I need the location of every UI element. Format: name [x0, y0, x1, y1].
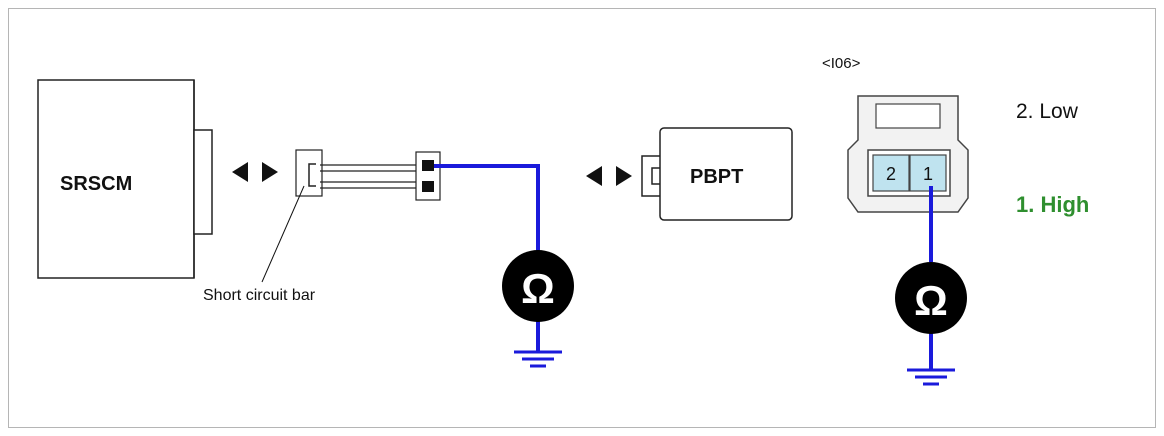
- ground-left-icon: [514, 350, 562, 368]
- short-circuit-bar-label: Short circuit bar: [203, 287, 316, 304]
- srscm-connector: [193, 129, 213, 235]
- pbpt-module: PBPT: [641, 127, 793, 221]
- ohmmeter-left: Ω: [502, 250, 574, 322]
- pin-1: [909, 154, 947, 192]
- short-circuit-bar-connector: [295, 149, 441, 201]
- pin-2-label: 2: [886, 164, 896, 184]
- pin-1-label: 1: [923, 164, 933, 184]
- pin-2: [872, 154, 910, 192]
- legend-low: 2. Low: [1016, 100, 1079, 123]
- double-arrow-left: [232, 162, 278, 182]
- pbpt-label: PBPT: [690, 166, 743, 188]
- connector-latch: [875, 103, 941, 129]
- ohmmeter-right: Ω: [895, 262, 967, 334]
- ohm-symbol-icon: Ω: [521, 265, 555, 312]
- legend-high: 1. High: [1016, 192, 1089, 217]
- ohm-symbol-icon: Ω: [914, 277, 948, 324]
- srscm-module: SRSCM: [37, 79, 213, 279]
- wire-left: [434, 164, 540, 260]
- srscm-label: SRSCM: [60, 173, 132, 195]
- connector-i06: 2 1: [847, 95, 969, 213]
- ground-right-icon: [907, 368, 955, 386]
- leader-line: [261, 185, 305, 283]
- connector-id-label: <I06>: [822, 55, 861, 72]
- double-arrow-middle: [586, 166, 632, 186]
